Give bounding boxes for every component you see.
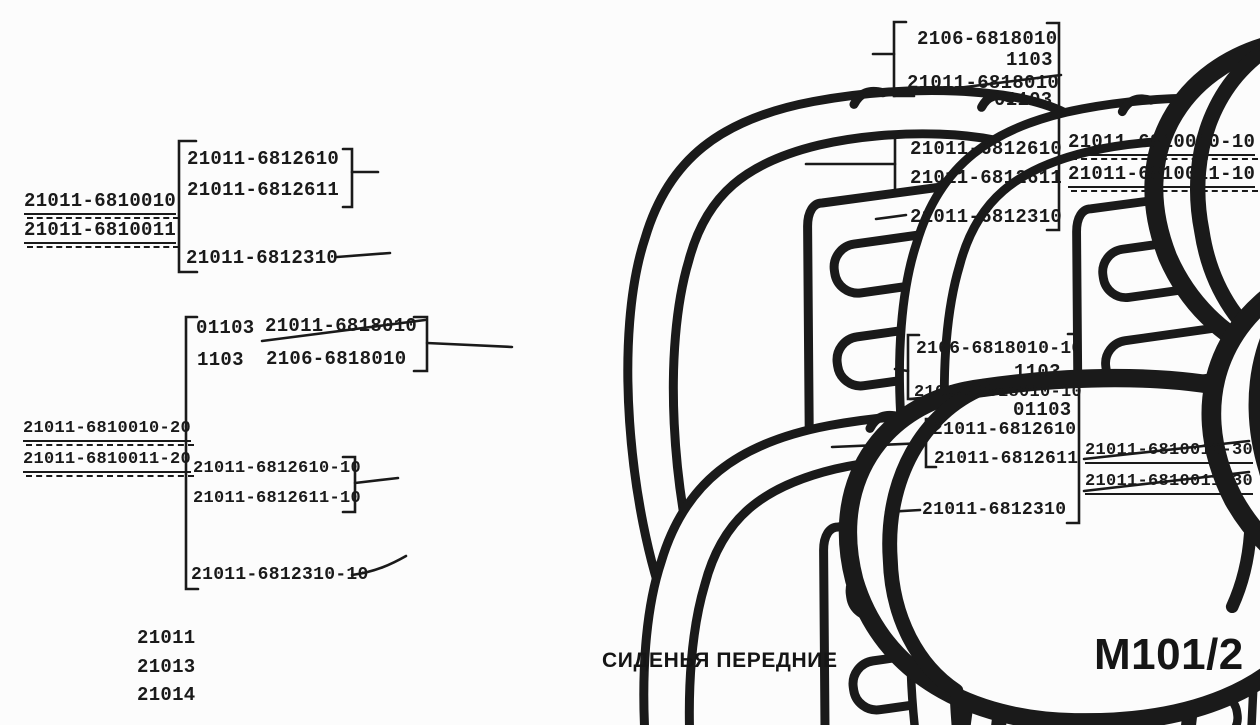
part-number-cushion: 21011-6812310 [922, 500, 1067, 520]
part-number-headrest-alt: 21011-6818010-10 [914, 383, 1083, 402]
part-number-headrest: 2106-6818010 [917, 28, 1058, 50]
part-number-back-frame: 21011-6812610 [932, 420, 1077, 440]
callout-lines [177, 20, 1251, 591]
applicable-model: 21014 [137, 684, 196, 706]
model-code: 1103 [1006, 49, 1053, 71]
model-code: 1103 [1014, 361, 1061, 383]
page-title: СИДЕНЬЯ ПЕРЕДНИЕ [602, 649, 838, 672]
part-number-seat-assembly-alt: 21011-6810011-20 [23, 450, 195, 477]
model-code: 01103 [1013, 399, 1072, 421]
part-number-seat-assembly-alt: 21011-6810011-30 [1085, 472, 1254, 495]
part-number-cushion: 21011-6812310 [910, 206, 1063, 228]
part-number-back-frame-alt: 21011-6812611 [910, 167, 1063, 189]
part-number-back-frame-alt: 21011-6812611-10 [193, 489, 362, 508]
part-number-seat-assembly: 21011-6810010-20 [23, 419, 195, 446]
part-number-seat-assembly: 21011-6810010-10 [1068, 132, 1259, 160]
applicable-model: 21011 [137, 627, 196, 649]
model-code: 01103 [994, 89, 1053, 111]
part-number-seat-assembly: 21011-6810010-30 [1085, 441, 1254, 464]
part-number-seat-assembly: 21011-6810010 [24, 191, 180, 219]
part-number-back-frame-alt: 21011-6812611 [187, 179, 340, 201]
model-code: 01103 [196, 317, 255, 339]
part-number-headrest: 2106-6818010-10 [916, 339, 1083, 359]
part-number-cushion: 21011-6812310 [186, 247, 339, 269]
part-number-headrest-alt: 21011-6818010 [907, 72, 1060, 94]
part-number-cushion: 21011-6812310-10 [191, 565, 369, 585]
part-number-back-frame: 21011-6812610 [187, 148, 340, 170]
model-code: 1103 [197, 349, 244, 371]
part-number-headrest-alt: 2106-6818010 [266, 348, 407, 370]
part-number-back-frame-alt: 21011-6812611 [934, 449, 1079, 469]
part-number-seat-assembly-alt: 21011-6810011-10 [1068, 164, 1259, 192]
part-number-seat-assembly-alt: 21011-6810011 [24, 220, 180, 248]
plate-code: М101/2 [1094, 630, 1244, 679]
applicable-model: 21013 [137, 656, 196, 678]
part-number-back-frame: 21011-6812610 [910, 138, 1063, 160]
part-number-back-frame: 21011-6812610-10 [193, 459, 362, 478]
part-number-headrest: 21011-6818010 [265, 315, 418, 337]
